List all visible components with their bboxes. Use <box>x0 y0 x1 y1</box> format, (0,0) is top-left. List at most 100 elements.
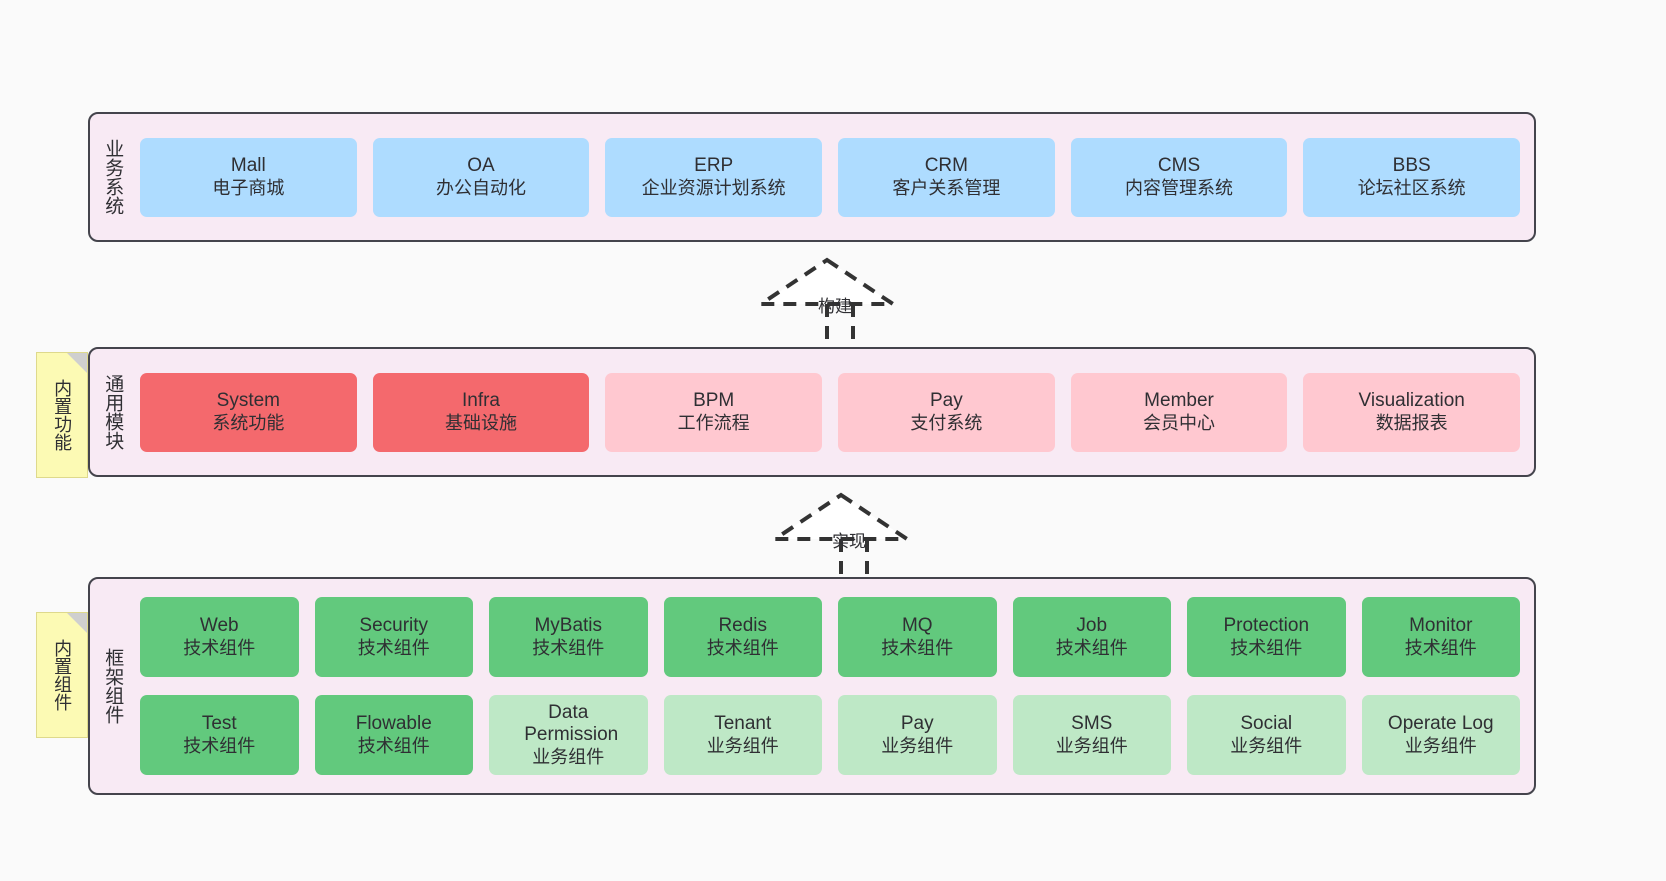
note-fold-icon <box>67 353 87 373</box>
card-title-en: Security <box>359 615 429 637</box>
card-title-cn: 系统功能 <box>212 412 285 433</box>
card-title-en: CMS <box>1157 155 1201 177</box>
card-infra[interactable]: Infra 基础设施 <box>372 372 590 452</box>
card-title-cn: 业务组件 <box>881 735 954 756</box>
card-title-en: Web <box>199 615 239 637</box>
card-title-en: Tenant <box>714 713 772 735</box>
card-title-cn: 技术组件 <box>532 637 605 658</box>
card-pay-component[interactable]: Pay 业务组件 <box>838 695 997 775</box>
implement-arrow: 实现 <box>768 491 922 583</box>
card-title-cn: 办公自动化 <box>436 177 526 198</box>
card-title-cn: 技术组件 <box>1230 637 1303 658</box>
card-mq[interactable]: MQ 技术组件 <box>838 597 997 677</box>
implement-arrow-label: 实现 <box>832 532 866 551</box>
build-arrow-icon <box>754 257 900 348</box>
card-bbs[interactable]: BBS 论坛社区系统 <box>1303 137 1521 217</box>
card-title-cn: 工作流程 <box>677 412 750 433</box>
card-title-cn: 企业资源计划系统 <box>641 177 786 198</box>
card-visualization[interactable]: Visualization 数据报表 <box>1303 372 1521 452</box>
builtin-function-note-label: 内置功能 <box>52 379 73 451</box>
card-title-en: Redis <box>718 615 768 637</box>
layer-title-business-system: 业务系统 <box>102 139 124 215</box>
card-title-cn: 业务组件 <box>1230 735 1303 756</box>
card-row: Mall 电子商城 OA 办公自动化 ERP 企业资源计划系统 CRM 客户关系… <box>140 137 1521 217</box>
card-title-en: BBS <box>1392 155 1431 177</box>
card-job[interactable]: Job 技术组件 <box>1012 597 1171 677</box>
layer-body-common-module: System 系统功能 Infra 基础设施 BPM 工作流程 Pay 支付系统… <box>134 349 1534 475</box>
card-system[interactable]: System 系统功能 <box>140 372 357 452</box>
card-security[interactable]: Security 技术组件 <box>314 597 473 677</box>
card-title-cn: 论坛社区系统 <box>1357 177 1466 198</box>
card-title-en: System <box>216 390 281 412</box>
card-title-cn: 支付系统 <box>910 412 983 433</box>
card-tenant[interactable]: Tenant 业务组件 <box>663 695 822 775</box>
card-title-cn: 电子商城 <box>212 177 285 198</box>
card-title-en: Visualization <box>1358 390 1465 412</box>
builtin-function-note: 内置功能 <box>36 352 88 478</box>
card-title-en: Pay <box>900 713 934 735</box>
card-title-cn: 基础设施 <box>445 412 517 433</box>
card-title-cn: 业务组件 <box>1055 735 1128 756</box>
build-arrow: 构建 <box>754 256 908 348</box>
card-redis[interactable]: Redis 技术组件 <box>663 597 822 677</box>
card-title-en: Operate Log <box>1387 713 1494 735</box>
card-title-en: Protection <box>1223 615 1310 637</box>
card-mybatis[interactable]: MyBatis 技术组件 <box>489 597 648 677</box>
card-cms[interactable]: CMS 内容管理系统 <box>1070 137 1288 217</box>
implement-arrow-icon <box>768 492 914 583</box>
card-title-en: ERP <box>694 155 734 177</box>
card-title-en: CRM <box>924 155 968 177</box>
card-data-permission[interactable]: Data Permission 业务组件 <box>489 695 648 775</box>
card-title-cn: 会员中心 <box>1143 412 1216 433</box>
card-title-cn: 技术组件 <box>357 735 430 756</box>
card-title-cn: 技术组件 <box>183 735 256 756</box>
card-member[interactable]: Member 会员中心 <box>1070 372 1288 452</box>
card-title-cn: 技术组件 <box>357 637 430 658</box>
card-title-en: Social <box>1240 713 1293 735</box>
card-title-cn: 技术组件 <box>1055 637 1128 658</box>
card-title-cn: 内容管理系统 <box>1125 177 1234 198</box>
card-title-en: Test <box>201 713 237 735</box>
card-row: Test 技术组件 Flowable 技术组件 Data Permission … <box>140 695 1520 775</box>
card-row: System 系统功能 Infra 基础设施 BPM 工作流程 Pay 支付系统… <box>140 372 1521 452</box>
card-title-cn: 业务组件 <box>532 746 605 767</box>
card-oa[interactable]: OA 办公自动化 <box>372 137 590 217</box>
card-protection[interactable]: Protection 技术组件 <box>1187 597 1346 677</box>
card-title-en: Data Permission <box>524 701 619 746</box>
card-social[interactable]: Social 业务组件 <box>1187 695 1346 775</box>
note-fold-icon <box>67 613 87 633</box>
builtin-component-note: 内置组件 <box>36 612 88 738</box>
card-title-cn: 业务组件 <box>706 735 779 756</box>
card-title-en: MyBatis <box>534 615 603 637</box>
card-title-cn: 技术组件 <box>881 637 954 658</box>
layer-common-module[interactable]: 通用模块 System 系统功能 Infra 基础设施 BPM 工作流程 Pay… <box>88 347 1536 477</box>
card-row: Web 技术组件 Security 技术组件 MyBatis 技术组件 Redi… <box>140 597 1520 677</box>
card-title-en: Mall <box>230 155 266 177</box>
card-pay[interactable]: Pay 支付系统 <box>838 372 1055 452</box>
card-title-en: BPM <box>693 390 735 412</box>
card-title-cn: 技术组件 <box>1404 637 1477 658</box>
card-erp[interactable]: ERP 企业资源计划系统 <box>605 137 823 217</box>
card-title-en: Monitor <box>1409 615 1473 637</box>
card-title-en: Job <box>1076 615 1108 637</box>
card-operate-log[interactable]: Operate Log 业务组件 <box>1361 695 1520 775</box>
card-web[interactable]: Web 技术组件 <box>140 597 299 677</box>
card-title-en: Member <box>1144 390 1214 412</box>
card-mall[interactable]: Mall 电子商城 <box>140 137 357 217</box>
card-test[interactable]: Test 技术组件 <box>140 695 299 775</box>
layer-body-framework-component: Web 技术组件 Security 技术组件 MyBatis 技术组件 Redi… <box>134 579 1534 793</box>
card-title-cn: 数据报表 <box>1375 412 1448 433</box>
card-monitor[interactable]: Monitor 技术组件 <box>1361 597 1520 677</box>
build-arrow-label: 构建 <box>818 297 852 316</box>
layer-business-system[interactable]: 业务系统 Mall 电子商城 OA 办公自动化 ERP 企业资源计划系统 CRM… <box>88 112 1536 242</box>
card-bpm[interactable]: BPM 工作流程 <box>605 372 823 452</box>
card-title-en: Infra <box>461 390 501 412</box>
card-flowable[interactable]: Flowable 技术组件 <box>314 695 473 775</box>
card-title-en: Flowable <box>355 713 432 735</box>
card-title-en: MQ <box>901 615 933 637</box>
card-crm[interactable]: CRM 客户关系管理 <box>838 137 1055 217</box>
card-title-cn: 技术组件 <box>706 637 779 658</box>
layer-framework-component[interactable]: 框架组件 Web 技术组件 Security 技术组件 MyBatis 技术组件… <box>88 577 1536 795</box>
card-sms[interactable]: SMS 业务组件 <box>1012 695 1171 775</box>
card-title-cn: 技术组件 <box>183 637 256 658</box>
